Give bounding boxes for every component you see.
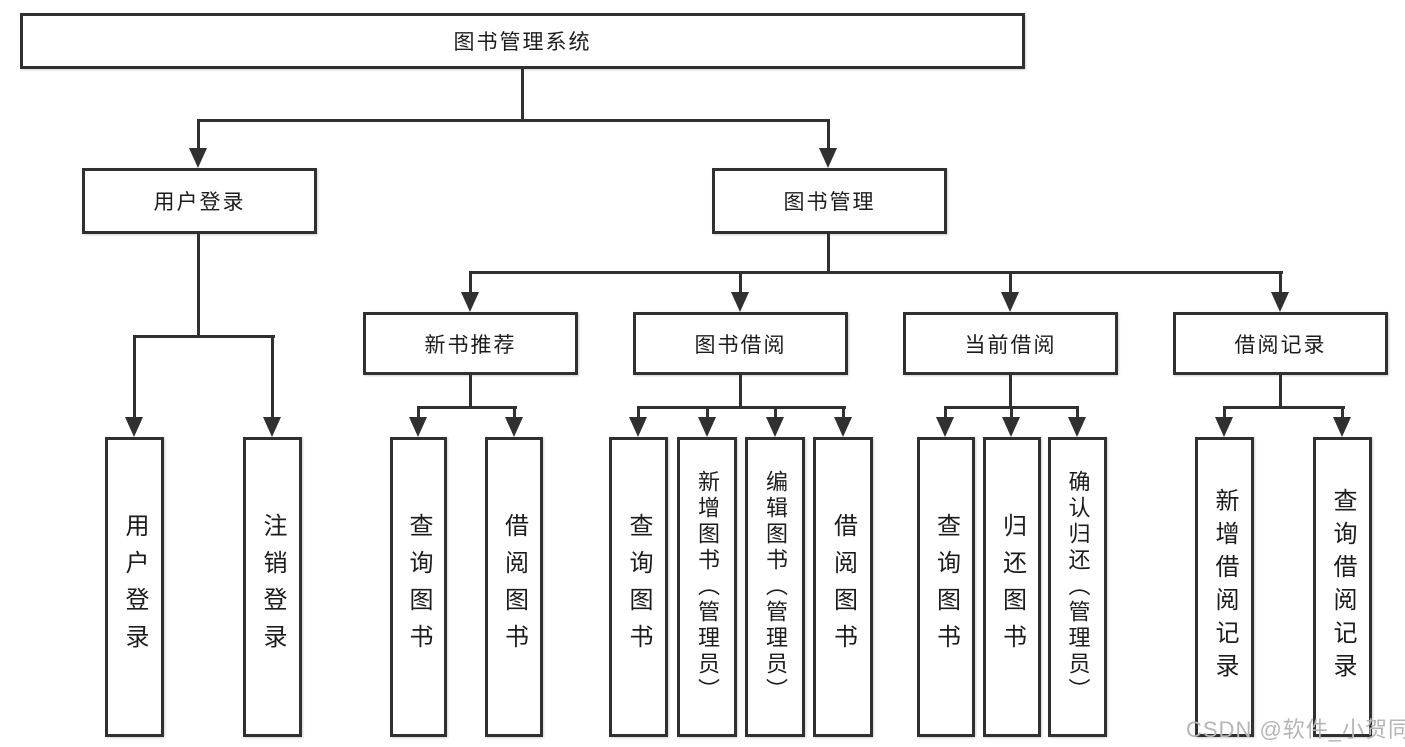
connector-line [271, 335, 274, 419]
connector-line [1009, 375, 1012, 406]
leaf-recommend-borrow-books: 借阅图书 [485, 437, 543, 737]
leaf-current-return-books: 归还图书 [983, 437, 1041, 737]
node-book-borrowing-label: 图书借阅 [694, 333, 787, 357]
connector-line [197, 119, 830, 122]
leaf-current-query-books-label: 查询图书 [932, 513, 960, 661]
leaf-borrowing-borrow-books-label: 借阅图书 [829, 513, 857, 661]
connector-line [197, 119, 200, 149]
connector-line [827, 119, 830, 149]
arrow-down-icon [461, 292, 479, 312]
leaf-recommend-borrow-books-label: 借阅图书 [500, 513, 528, 661]
leaf-recommend-query-books: 查询图书 [390, 437, 447, 737]
node-current-borrowing: 当前借阅 [903, 312, 1118, 375]
arrow-down-icon [1333, 417, 1351, 437]
node-book-management: 图书管理 [712, 168, 947, 234]
leaf-current-confirm-return-admin-label: 确认归还（管理员） [1065, 470, 1091, 704]
connector-line [637, 406, 846, 409]
connector-line [842, 406, 845, 419]
arrow-down-icon [1068, 417, 1086, 437]
arrow-down-icon [1002, 417, 1020, 437]
leaf-borrowing-add-books-admin: 新增图书（管理员） [677, 437, 737, 737]
node-new-book-recommend: 新书推荐 [363, 312, 578, 375]
connector-line [417, 406, 517, 409]
arrow-down-icon [1271, 292, 1289, 312]
leaf-current-query-books: 查询图书 [917, 437, 975, 737]
node-book-management-label: 图书管理 [783, 191, 876, 214]
arrow-down-icon [505, 417, 523, 437]
connector-line [1279, 271, 1282, 295]
connector-line [1009, 271, 1012, 295]
connector-line [739, 271, 742, 295]
connector-line [637, 406, 640, 419]
connector-line [944, 406, 947, 419]
connector-line [513, 406, 516, 419]
connector-line [417, 406, 420, 419]
connector-line [469, 375, 472, 406]
leaf-records-query-borrow-record: 查询借阅记录 [1313, 437, 1372, 737]
node-user-login: 用户登录 [82, 168, 317, 234]
arrow-down-icon [936, 417, 954, 437]
leaf-logout-login-label: 注销登录 [259, 513, 286, 661]
leaf-borrowing-query-books: 查询图书 [609, 437, 668, 737]
connector-line [706, 406, 709, 419]
arrow-down-icon [698, 417, 716, 437]
leaf-borrowing-edit-books-admin-label: 编辑图书（管理员） [763, 470, 788, 704]
arrow-down-icon [629, 417, 647, 437]
leaf-user-login-label: 用户登录 [121, 513, 148, 661]
connector-line [1010, 406, 1013, 419]
node-book-borrowing: 图书借阅 [633, 312, 848, 375]
connector-line [197, 234, 200, 335]
leaf-borrowing-edit-books-admin: 编辑图书（管理员） [745, 437, 805, 737]
arrow-down-icon [731, 292, 749, 312]
watermark: CSDN @软件_小贺同学 [1186, 717, 1405, 742]
leaf-user-login: 用户登录 [105, 437, 164, 737]
connector-line [1076, 406, 1079, 419]
connector-line [133, 335, 275, 338]
leaf-records-add-borrow-record: 新增借阅记录 [1195, 437, 1254, 737]
connector-line [1341, 406, 1344, 419]
connector-line [1223, 406, 1345, 409]
leaf-records-query-borrow-record-label: 查询借阅记录 [1329, 488, 1356, 686]
connector-line [1279, 375, 1282, 406]
leaf-current-confirm-return-admin: 确认归还（管理员） [1048, 437, 1107, 737]
node-root-label: 图书管理系统 [453, 31, 592, 54]
connector-line [774, 406, 777, 419]
connector-line [469, 271, 1283, 274]
node-user-login-label: 用户登录 [153, 191, 246, 214]
node-root: 图书管理系统 [20, 13, 1025, 69]
arrow-down-icon [409, 417, 427, 437]
connector-line [469, 271, 472, 295]
arrow-down-icon [125, 417, 143, 437]
arrow-down-icon [189, 148, 207, 168]
leaf-borrowing-query-books-label: 查询图书 [625, 513, 652, 661]
leaf-recommend-query-books-label: 查询图书 [405, 513, 432, 661]
leaf-borrowing-borrow-books: 借阅图书 [813, 437, 873, 737]
leaf-records-add-borrow-record-label: 新增借阅记录 [1211, 488, 1238, 686]
node-borrowing-records-label: 借阅记录 [1234, 333, 1327, 357]
connector-line [827, 234, 830, 271]
arrow-down-icon [766, 417, 784, 437]
connector-line [133, 335, 136, 419]
connector-line [739, 375, 742, 406]
arrow-down-icon [263, 417, 281, 437]
arrow-down-icon [819, 148, 837, 168]
leaf-borrowing-add-books-admin-label: 新增图书（管理员） [695, 470, 720, 704]
node-current-borrowing-label: 当前借阅 [964, 333, 1057, 357]
node-borrowing-records: 借阅记录 [1173, 312, 1388, 375]
leaf-current-return-books-label: 归还图书 [998, 513, 1026, 661]
arrow-down-icon [1001, 292, 1019, 312]
arrow-down-icon [834, 417, 852, 437]
arrow-down-icon [1215, 417, 1233, 437]
connector-line [521, 69, 524, 119]
node-new-book-recommend-label: 新书推荐 [424, 333, 517, 357]
leaf-logout-login: 注销登录 [243, 437, 302, 737]
connector-line [1223, 406, 1226, 419]
